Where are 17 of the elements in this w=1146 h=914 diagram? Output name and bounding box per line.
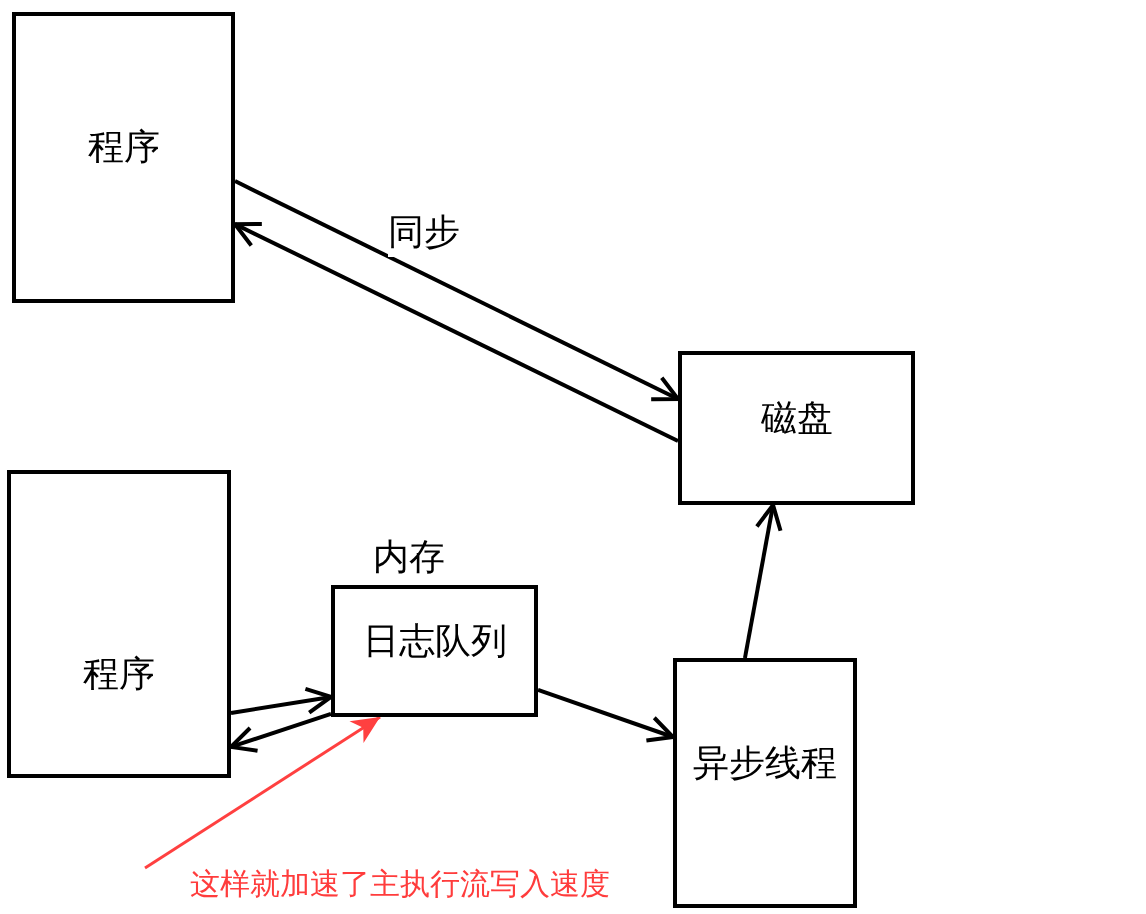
box-label: 磁盘 [760, 395, 833, 440]
box-label: 日志队列 [362, 618, 507, 663]
arrow [144, 715, 381, 870]
annotation-text: 这样就加速了主执行流写入速度 [190, 864, 610, 903]
arrow [230, 686, 333, 715]
arrow [234, 179, 680, 402]
process-box [678, 351, 915, 505]
arrow [742, 503, 783, 659]
process-box [7, 470, 231, 778]
box-label: 异步线程 [693, 740, 837, 785]
process-box [12, 12, 235, 303]
box-label: 程序 [83, 651, 155, 696]
box-label: 程序 [87, 125, 160, 169]
arrow [537, 688, 675, 743]
process-box [673, 658, 857, 908]
process-box [331, 585, 538, 717]
box-caption: 内存 [373, 535, 445, 579]
